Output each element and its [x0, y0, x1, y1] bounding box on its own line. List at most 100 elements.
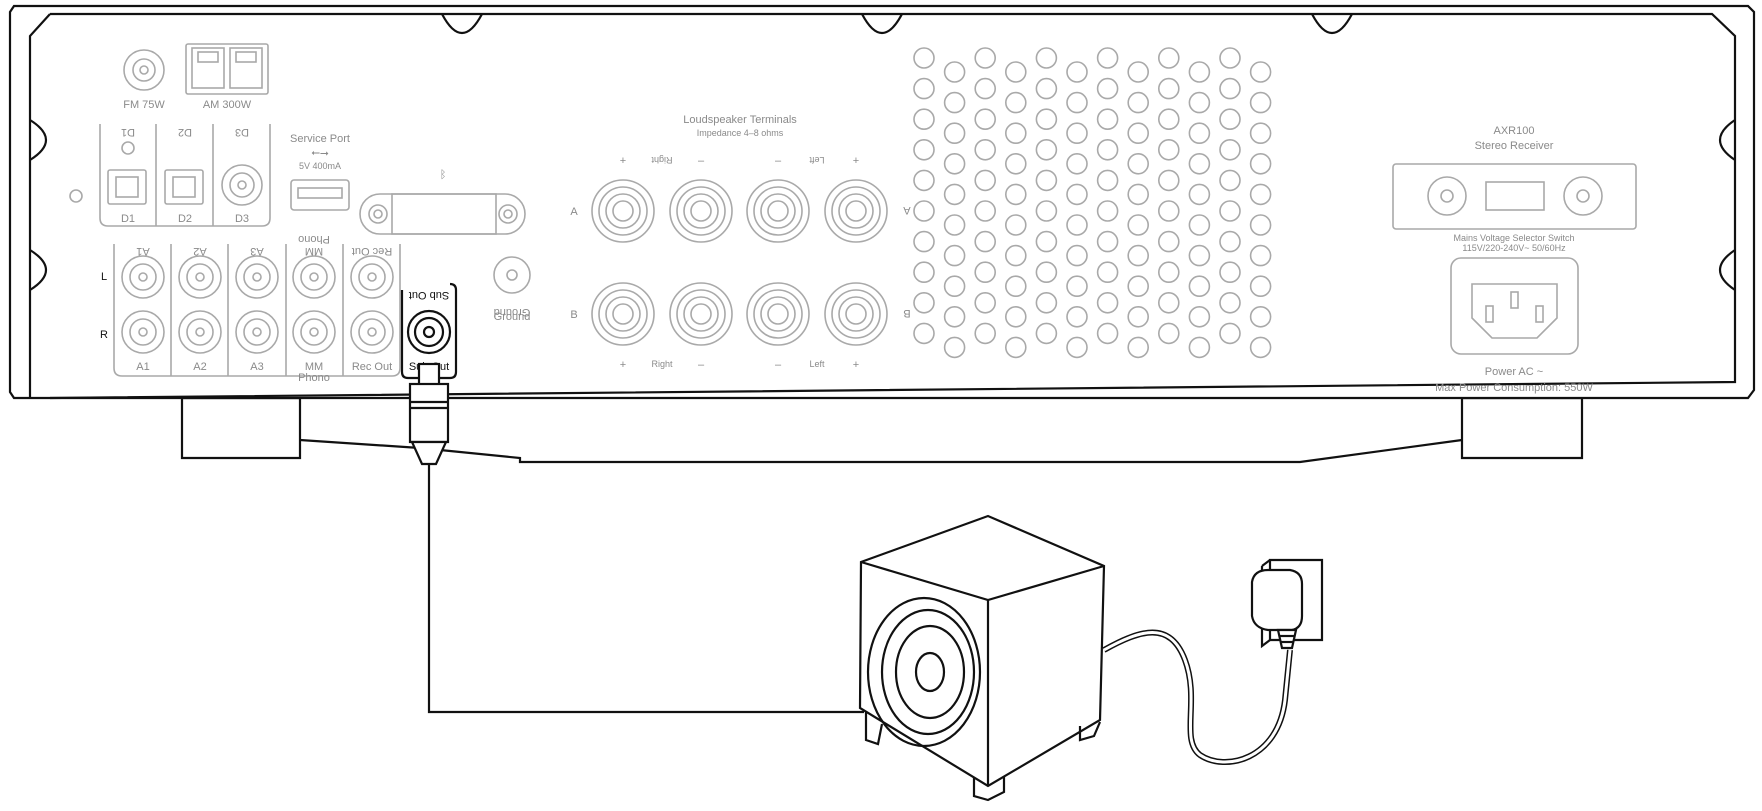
power-plug [1250, 568, 1304, 632]
vent-hole [1004, 244, 1027, 267]
analog-label-bottom: Rec Out [352, 361, 392, 373]
vent-hole [1249, 336, 1272, 359]
power-ac-label: Power AC ~ [1485, 366, 1543, 378]
model-info: AXR100 Stereo Receiver [1475, 125, 1554, 152]
analog-label-top: A2 [193, 245, 206, 257]
vent-hole [1035, 291, 1058, 314]
vent-hole [1219, 200, 1241, 222]
vent-hole [1035, 139, 1058, 161]
vent-hole [1004, 91, 1027, 114]
notch [1311, 13, 1353, 34]
vent-hole [1158, 169, 1180, 192]
row-b-label: B [570, 309, 577, 321]
analog-label-top: Rec Out [352, 245, 392, 257]
vent-hole [943, 244, 966, 267]
rca-plug-tip [417, 362, 441, 388]
left-label-bottom: Left [809, 359, 825, 369]
vent-hole [1066, 153, 1088, 175]
service-port-label: Service Port [290, 133, 350, 145]
vent-hole [1096, 261, 1119, 284]
service-power-label: 5V 400mA [299, 161, 341, 171]
analog-label-top: A1 [136, 245, 149, 257]
vent-hole [913, 77, 935, 100]
subwoofer-foot [972, 776, 1006, 802]
vent-hole [1004, 183, 1027, 206]
binding-post [669, 179, 733, 243]
vent-hole [1066, 91, 1088, 114]
vent-hole [1158, 230, 1180, 253]
speaker-impedance: Impedance 4–8 ohms [697, 128, 784, 138]
rca-plug-body [408, 382, 450, 444]
side-notch [29, 119, 48, 161]
vent-hole [1035, 77, 1058, 100]
vent-hole [1158, 77, 1180, 100]
minus-label: – [698, 155, 705, 167]
right-label-top: Right [651, 155, 673, 165]
analog-inputs: L R A1 A2 A3 MM Phono Rec Out A1 A2 [100, 233, 401, 384]
vent-hole [1096, 230, 1119, 253]
voltage-switch [1485, 181, 1545, 211]
voltage-title: Mains Voltage Selector Switch [1453, 233, 1574, 243]
antenna-section: FM 75W AM 300W [123, 43, 269, 111]
vent-hole [1219, 139, 1241, 161]
vent-hole [1035, 169, 1058, 192]
iec-socket [1471, 283, 1558, 339]
vent-hole [1127, 61, 1149, 83]
vent-hole [913, 230, 935, 253]
vent-hole [1249, 275, 1272, 298]
voltage-selector: Mains Voltage Selector Switch 115V/220-2… [1392, 163, 1637, 253]
vent-hole [1188, 275, 1211, 298]
usb-icon: ⭠⭢ [311, 147, 329, 159]
subwoofer-foot [1078, 721, 1102, 742]
vent-hole [1035, 108, 1058, 130]
digital-label-top: D2 [178, 126, 192, 138]
vent-hole [1004, 122, 1027, 144]
analog-label-bottom: A2 [193, 361, 206, 373]
vent-hole [943, 336, 966, 359]
vent-hole [1096, 291, 1119, 314]
vent-hole [913, 261, 935, 284]
vent-hole [974, 230, 997, 253]
vent-hole [1127, 122, 1149, 144]
vent-hole [1158, 47, 1180, 69]
vent-hole [1096, 77, 1119, 100]
vent-hole [1066, 305, 1088, 328]
vent-hole [974, 47, 997, 69]
binding-posts [591, 179, 888, 346]
power-cord [1102, 558, 1324, 765]
side-notch [1718, 249, 1736, 291]
subwoofer [858, 514, 1106, 802]
digital-label-bottom: D3 [235, 213, 249, 225]
vent-hole [1004, 153, 1027, 175]
vent-hole [943, 122, 966, 144]
rca-row-right [121, 310, 394, 354]
digital-inputs-frame [99, 124, 271, 227]
vent-hole [1096, 47, 1119, 69]
vent-hole [1249, 153, 1272, 175]
vent-hole [1004, 336, 1027, 359]
fm-antenna-label: FM 75W [123, 99, 165, 111]
vent-hole [913, 139, 935, 161]
vent-hole [1249, 244, 1272, 267]
vent-hole [943, 305, 966, 328]
optical-input-d2 [164, 169, 204, 205]
voltage-values: 115V/220-240V~ 50/60Hz [1462, 243, 1566, 253]
vent-hole [1096, 200, 1119, 222]
row-a-label-mirrored: A [903, 204, 911, 216]
vent-hole [1219, 108, 1241, 130]
plus-label: + [620, 155, 626, 167]
power-inlet-frame [1450, 257, 1579, 355]
binding-post [591, 282, 655, 346]
vent-hole [974, 322, 997, 345]
model-name: AXR100 [1494, 125, 1535, 137]
vent-hole [1127, 214, 1149, 236]
analog-label-bottom: MM [305, 361, 323, 373]
vent-hole [1127, 244, 1149, 267]
vent-hole [1188, 336, 1211, 359]
vent-hole [1096, 322, 1119, 345]
vent-hole [1127, 275, 1149, 298]
vent-hole [1127, 336, 1149, 359]
analog-label-bottom: A3 [250, 361, 263, 373]
binding-post [746, 179, 810, 243]
binding-post [824, 179, 888, 243]
